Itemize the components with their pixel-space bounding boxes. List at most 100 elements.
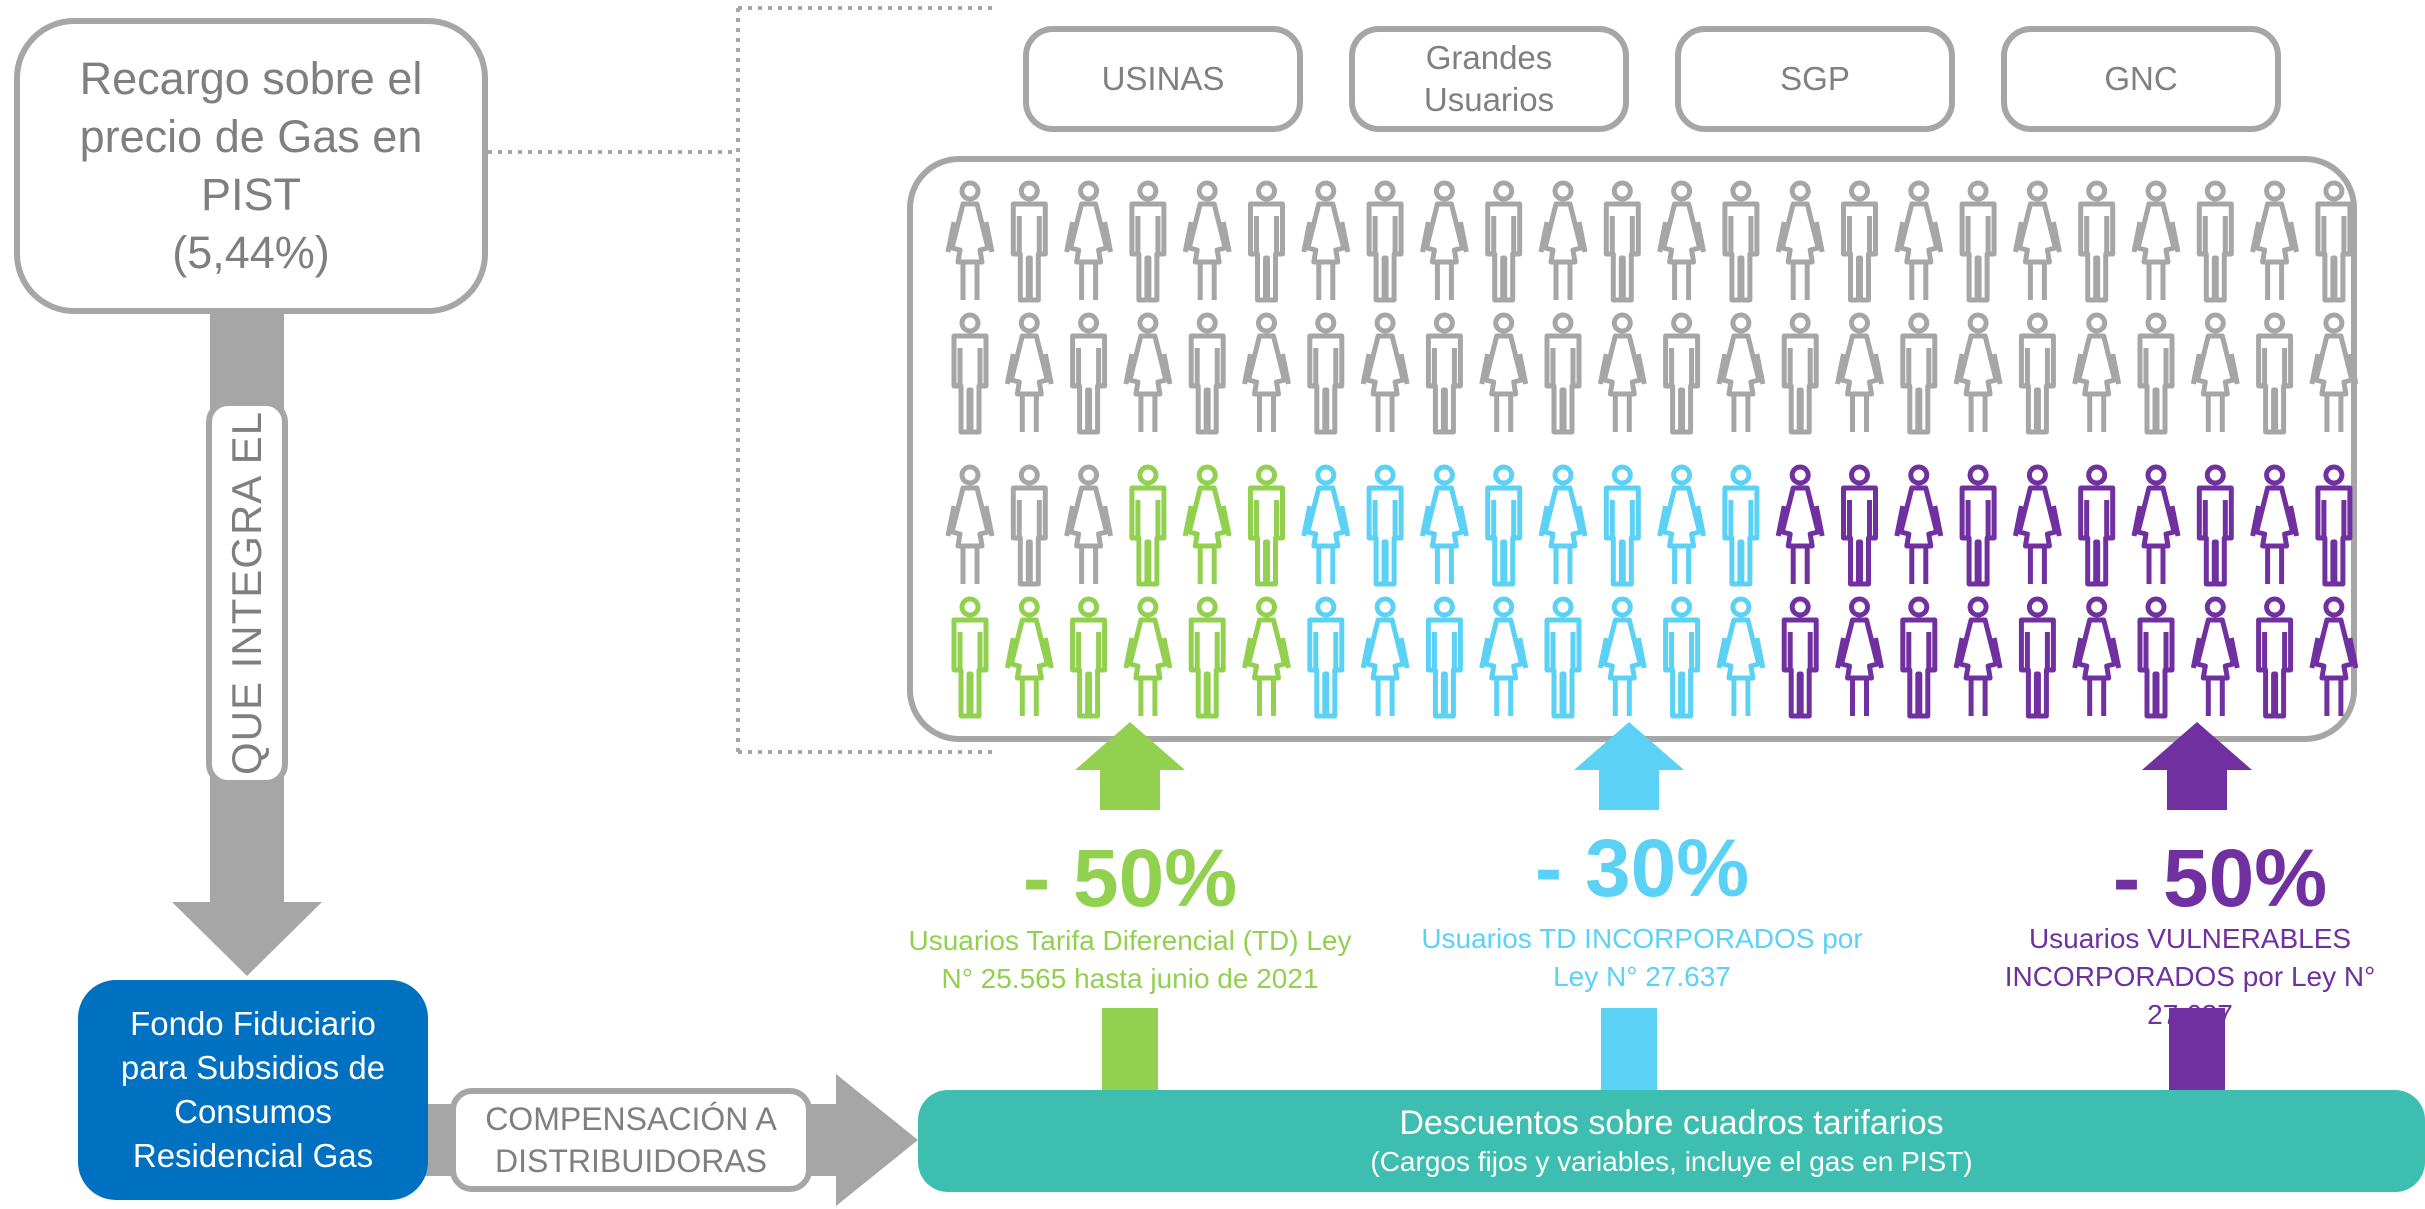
person-female-icon bbox=[1064, 180, 1114, 300]
person-male-icon bbox=[1841, 464, 1878, 587]
fondo-line: para Subsidios de bbox=[120, 1049, 386, 1086]
category-label: USINAS bbox=[1101, 60, 1225, 97]
person-female-icon bbox=[2309, 596, 2359, 716]
person-male-icon bbox=[1841, 180, 1878, 303]
person-male-icon bbox=[1188, 312, 1226, 435]
category-label: Grandes bbox=[1425, 39, 1553, 76]
person-female-icon bbox=[1894, 180, 1944, 300]
person-male-icon bbox=[1900, 596, 1938, 719]
person-female-icon bbox=[1538, 464, 1588, 584]
source-line: precio de Gas en bbox=[79, 111, 423, 162]
person-male-icon bbox=[1366, 180, 1404, 303]
person-male-icon bbox=[2196, 464, 2234, 587]
green-label-line: N° 25.565 hasta junio de 2021 bbox=[941, 963, 1319, 994]
person-male-icon bbox=[1781, 312, 1819, 435]
person-female-icon bbox=[1835, 596, 1884, 716]
person-female-icon bbox=[1953, 596, 2003, 716]
person-female-icon bbox=[1597, 596, 1647, 716]
person-female-icon bbox=[2190, 312, 2240, 432]
purple-up-arrow bbox=[2142, 722, 2252, 1090]
person-male-icon bbox=[2256, 312, 2294, 435]
purple-label: Usuarios VULNERABLES INCORPORADOS por Le… bbox=[1960, 920, 2420, 1034]
person-female-icon bbox=[1419, 180, 1469, 300]
purple-label-line: INCORPORADOS por Ley N° 27.637 bbox=[2004, 961, 2376, 1030]
person-male-icon bbox=[1425, 596, 1463, 719]
category-grandes-usuarios: Grandes Usuarios bbox=[1349, 26, 1629, 132]
person-male-icon bbox=[1663, 596, 1701, 719]
purple-percent: - 50% bbox=[2112, 833, 2328, 924]
person-male-icon bbox=[1722, 464, 1760, 587]
person-male-icon bbox=[2078, 464, 2116, 587]
person-male-icon bbox=[1485, 464, 1523, 587]
category-label: Usuarios bbox=[1423, 81, 1555, 118]
person-female-icon bbox=[1953, 312, 2003, 432]
person-male-icon bbox=[1663, 312, 1701, 435]
person-male-icon bbox=[1425, 312, 1463, 435]
person-male-icon bbox=[2196, 180, 2234, 303]
descuentos-box: Descuentos sobre cuadros tarifarios (Car… bbox=[918, 1090, 2425, 1192]
person-male-icon bbox=[1781, 596, 1819, 719]
person-female-icon bbox=[1360, 312, 1410, 432]
source-line: (5,44%) bbox=[172, 227, 330, 278]
person-male-icon bbox=[2256, 596, 2294, 719]
person-female-icon bbox=[1597, 312, 1647, 432]
person-male-icon bbox=[1129, 464, 1167, 587]
person-female-icon bbox=[1419, 464, 1469, 584]
green-up-arrow bbox=[1075, 722, 1185, 1090]
person-male-icon bbox=[1070, 312, 1108, 435]
person-female-icon bbox=[1538, 180, 1588, 300]
fondo-line: Residencial Gas bbox=[132, 1137, 374, 1174]
category-gnc: GNC bbox=[2001, 26, 2281, 132]
person-female-icon bbox=[1123, 312, 1173, 432]
person-female-icon bbox=[1301, 464, 1351, 584]
person-female-icon bbox=[2012, 464, 2062, 584]
person-male-icon bbox=[1248, 464, 1285, 587]
person-female-icon bbox=[1479, 596, 1529, 716]
person-male-icon bbox=[2137, 596, 2175, 719]
person-female-icon bbox=[945, 180, 995, 300]
person-male-icon bbox=[1485, 180, 1523, 303]
person-male-icon bbox=[1959, 180, 1997, 303]
person-female-icon bbox=[1004, 312, 1054, 432]
person-female-icon bbox=[1123, 596, 1173, 716]
person-female-icon bbox=[2072, 596, 2122, 716]
person-male-icon bbox=[2078, 180, 2116, 303]
green-percent: - 50% bbox=[1022, 833, 1238, 924]
person-male-icon bbox=[1307, 312, 1345, 435]
source-line: PIST bbox=[200, 169, 302, 220]
descuentos-subtitle: (Cargos fijos y variables, incluye el ga… bbox=[1370, 1146, 1973, 1177]
person-female-icon bbox=[2190, 596, 2240, 716]
person-male-icon bbox=[1544, 596, 1582, 719]
person-female-icon bbox=[1242, 312, 1291, 432]
person-male-icon bbox=[1248, 180, 1285, 303]
person-female-icon bbox=[1775, 464, 1825, 584]
person-female-icon bbox=[1835, 312, 1884, 432]
person-female-icon bbox=[1182, 464, 1232, 584]
source-line: Recargo sobre el bbox=[79, 53, 423, 104]
person-male-icon bbox=[1010, 464, 1048, 587]
category-usinas: USINAS bbox=[1023, 26, 1303, 132]
compensacion-box: COMPENSACIÓN A DISTRIBUIDORAS bbox=[450, 1088, 812, 1192]
person-male-icon bbox=[1307, 596, 1345, 719]
person-male-icon bbox=[1722, 180, 1760, 303]
person-female-icon bbox=[1182, 180, 1232, 300]
person-male-icon bbox=[1603, 464, 1641, 587]
person-female-icon bbox=[2250, 180, 2300, 300]
person-female-icon bbox=[1657, 180, 1707, 300]
person-male-icon bbox=[2315, 180, 2353, 303]
person-female-icon bbox=[2131, 464, 2181, 584]
green-label-line: Usuarios Tarifa Diferencial (TD) Ley bbox=[908, 925, 1352, 956]
person-female-icon bbox=[2131, 180, 2181, 300]
person-male-icon bbox=[1366, 464, 1404, 587]
cyan-percent: - 30% bbox=[1534, 823, 1750, 914]
person-male-icon bbox=[2018, 596, 2056, 719]
person-male-icon bbox=[2018, 312, 2056, 435]
person-male-icon bbox=[951, 312, 989, 435]
person-female-icon bbox=[2012, 180, 2062, 300]
person-female-icon bbox=[1716, 596, 1766, 716]
person-male-icon bbox=[1900, 312, 1938, 435]
person-female-icon bbox=[1894, 464, 1944, 584]
person-female-icon bbox=[1479, 312, 1529, 432]
purple-label-line: Usuarios VULNERABLES bbox=[2028, 923, 2352, 954]
